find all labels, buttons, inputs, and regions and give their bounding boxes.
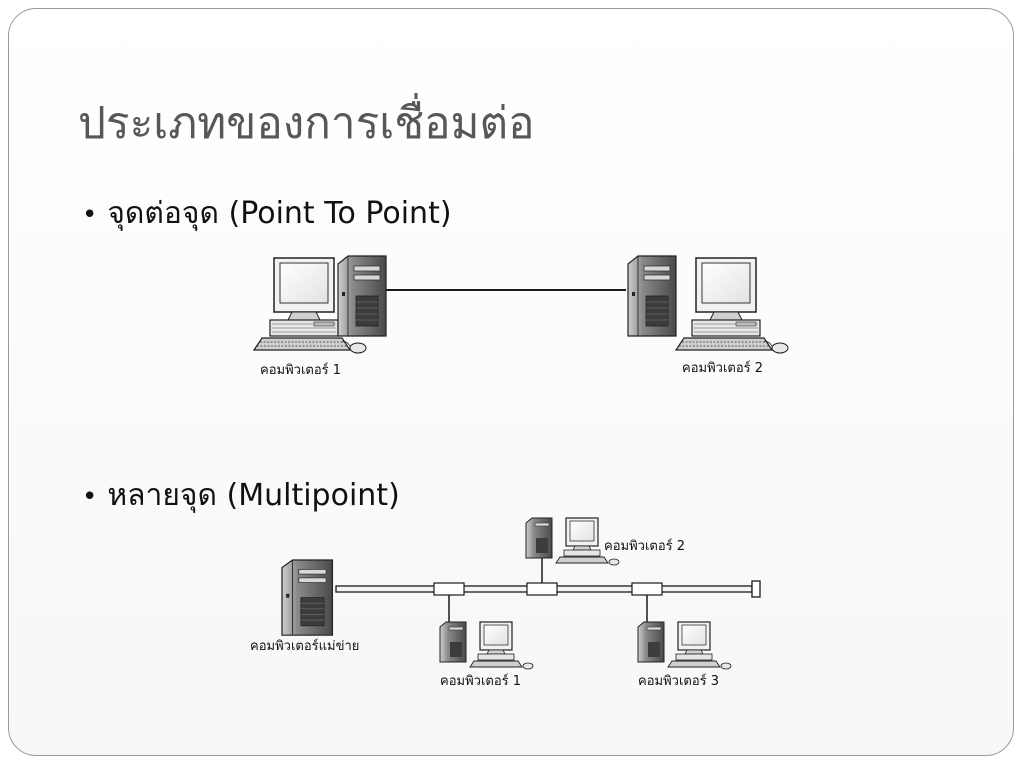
tap-connector (631, 582, 663, 596)
tap-connector (433, 582, 465, 596)
server-label: คอมพิวเตอร์แม่ข่าย (250, 638, 359, 654)
multipoint-diagram: คอมพิวเตอร์แม่ข่าย คอมพิวเตอร์ 2 คอมพิวเ… (250, 517, 761, 689)
bullet-text: หลายจุด (Multipoint) (107, 478, 400, 513)
bullet-dot-icon: • (82, 200, 98, 230)
computer-2-label: คอมพิวเตอร์ 2 (604, 538, 685, 554)
computer-1-label: คอมพิวเตอร์ 1 (260, 362, 341, 378)
computer-1-label: คอมพิวเตอร์ 1 (440, 673, 521, 689)
tap-connector (526, 582, 558, 596)
tower-computer-icon (627, 255, 677, 337)
desktop-computer-icon (469, 621, 534, 670)
terminator (751, 580, 761, 598)
bullet-text: จุดต่อจุด (Point To Point) (107, 196, 452, 231)
server-tower-icon (281, 559, 334, 636)
tower-computer-icon (525, 517, 553, 559)
desktop-computer-icon (675, 257, 789, 354)
computer-2-label: คอมพิวเตอร์ 2 (682, 360, 763, 376)
point-to-point-diagram: คอมพิวเตอร์ 1 คอมพิวเตอร์ 2 (253, 255, 789, 378)
desktop-computer-icon (667, 621, 732, 670)
tower-computer-icon (337, 255, 387, 337)
bullet-multipoint: • หลายจุด (Multipoint) (82, 472, 400, 519)
tower-computer-icon (637, 621, 665, 663)
bullet-dot-icon: • (82, 482, 98, 512)
computer-3-label: คอมพิวเตอร์ 3 (638, 673, 719, 689)
slide-title: ประเภทของการเชื่อมต่อ (78, 98, 535, 149)
tower-computer-icon (439, 621, 467, 663)
bullet-point-to-point: • จุดต่อจุด (Point To Point) (82, 190, 452, 237)
